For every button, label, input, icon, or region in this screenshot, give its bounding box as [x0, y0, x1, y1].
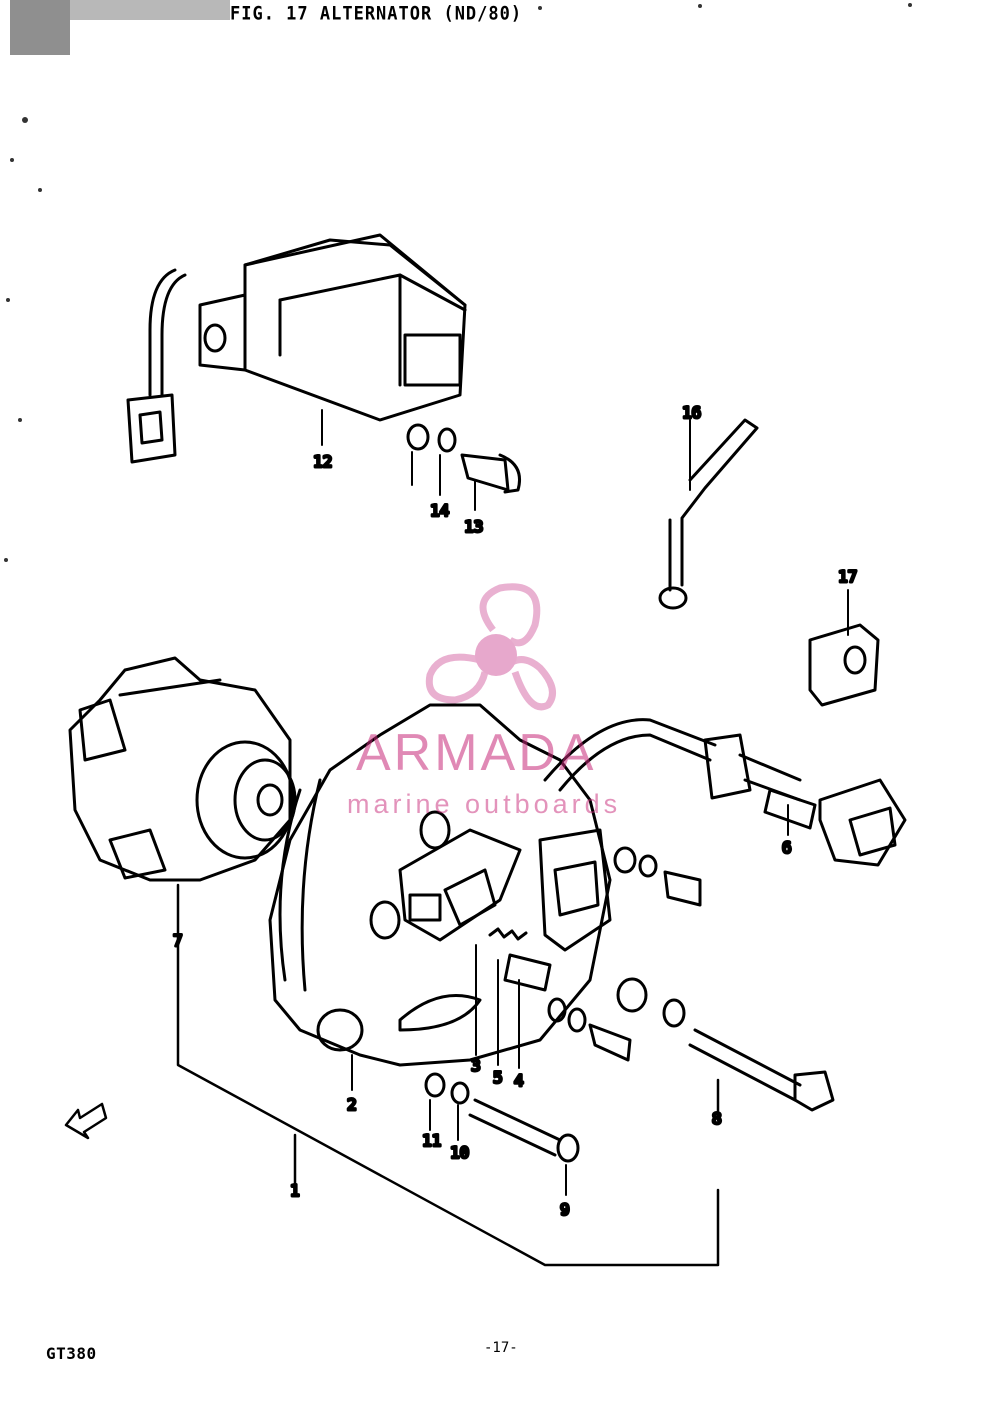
page-number: -17-	[484, 1340, 518, 1356]
callout-12: 12	[313, 452, 332, 471]
callout-14: 14	[430, 501, 449, 520]
callout-8: 8	[712, 1109, 722, 1128]
callout-13: 13	[464, 517, 483, 536]
callout-7: 7	[173, 931, 183, 950]
regulator-part-12	[126, 233, 467, 464]
forward-arrow-icon	[64, 1102, 108, 1140]
bolt-part-13	[460, 453, 521, 494]
callout-3: 3	[471, 1056, 481, 1075]
bolt-part-9	[468, 1098, 580, 1163]
rotor-part-7	[68, 656, 297, 882]
washer-part-11	[424, 1072, 446, 1098]
figure-title: FIG. 17 ALTERNATOR (ND/80)	[230, 3, 523, 25]
assembly-bracket-part-1	[176, 883, 720, 1267]
alternator-housing-part-2	[268, 703, 612, 1067]
callout-17: 17	[838, 567, 857, 586]
brush-holder-part-3	[398, 828, 612, 952]
callout-1: 1	[290, 1181, 300, 1200]
through-bolt-part-8	[688, 1028, 835, 1112]
callout-4: 4	[514, 1071, 524, 1090]
grommet-part-17	[808, 623, 880, 707]
screw-set-upper	[547, 846, 702, 1062]
scan-noise	[4, 0, 912, 562]
leader-lines	[321, 409, 849, 1196]
bracket-part-16	[658, 418, 759, 610]
callout-9: 9	[560, 1200, 570, 1219]
model-code: GT380	[46, 1344, 97, 1363]
washer-part-14	[406, 423, 457, 453]
callout-2: 2	[347, 1095, 357, 1114]
callout-5: 5	[493, 1068, 503, 1087]
callout-6: 6	[782, 838, 792, 857]
washer-part-10	[450, 1081, 470, 1105]
watermark-tagline: marine outboards	[347, 789, 622, 819]
callout-16: 16	[682, 403, 701, 422]
brush-spring-part-5	[488, 927, 528, 941]
callout-10: 10	[450, 1143, 469, 1162]
brush-part-4	[503, 953, 552, 992]
lead-wire-part-6	[543, 718, 907, 867]
watermark-brand: ARMADA	[356, 724, 597, 782]
callout-11: 11	[422, 1131, 441, 1150]
